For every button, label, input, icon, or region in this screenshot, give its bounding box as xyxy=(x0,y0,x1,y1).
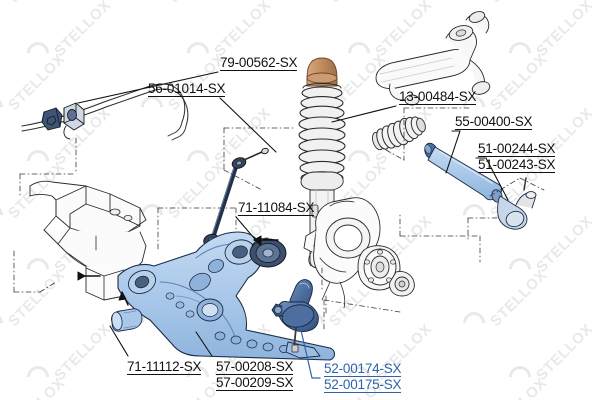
part-number-text: 13-00484-SX xyxy=(399,89,477,105)
wheel-hub-bearing-art xyxy=(357,245,415,297)
stabilizer-link-label[interactable]: 56-01014-SX xyxy=(148,81,226,97)
lower-control-arm-art xyxy=(117,231,336,361)
part-number-text: 51-00244-SX xyxy=(478,141,556,157)
part-number-text: 52-00175-SX xyxy=(324,377,402,393)
inner-tie-rod-label[interactable]: 55-00400-SX xyxy=(455,114,533,130)
control-arm-front-bushing-art xyxy=(111,308,143,332)
part-number-text: 79-00562-SX xyxy=(220,55,298,71)
part-number-text: 71-11084-SX xyxy=(238,200,315,216)
suspension-ball-joint-art xyxy=(271,279,319,353)
part-number-text: 57-00208-SX xyxy=(216,359,294,375)
part-number-text: 55-00400-SX xyxy=(455,114,533,130)
stabilizer-bar-bushing-art xyxy=(41,102,85,140)
stabilizer-bar-bush-label[interactable]: 79-00562-SX xyxy=(220,55,298,71)
control-arm-rear-bushing-art xyxy=(249,237,287,268)
steering-rack-boot-art xyxy=(372,116,426,151)
part-number-text: 51-00243-SX xyxy=(478,157,556,173)
outer-tie-rod-end-art xyxy=(497,177,537,230)
leader-line-ball-joint xyxy=(299,325,321,379)
control-arm-rear-bush-label[interactable]: 71-11084-SX xyxy=(238,200,315,216)
steering-rack-boot-label[interactable]: 13-00484-SX xyxy=(399,89,477,105)
part-number-text: 57-00209-SX xyxy=(216,375,294,391)
steering-gear-art xyxy=(375,11,491,106)
leader-lines xyxy=(77,71,509,357)
assembly-arrows xyxy=(77,235,279,306)
part-number-text: 52-00174-SX xyxy=(324,361,402,377)
part-number-text: 56-01014-SX xyxy=(148,81,226,97)
strut-coil-spring-art xyxy=(298,57,346,269)
control-arm-front-bush-label[interactable]: 71-11112-SX xyxy=(127,359,202,375)
construction-lines xyxy=(13,107,545,331)
part-number-text: 71-11112-SX xyxy=(127,359,202,375)
